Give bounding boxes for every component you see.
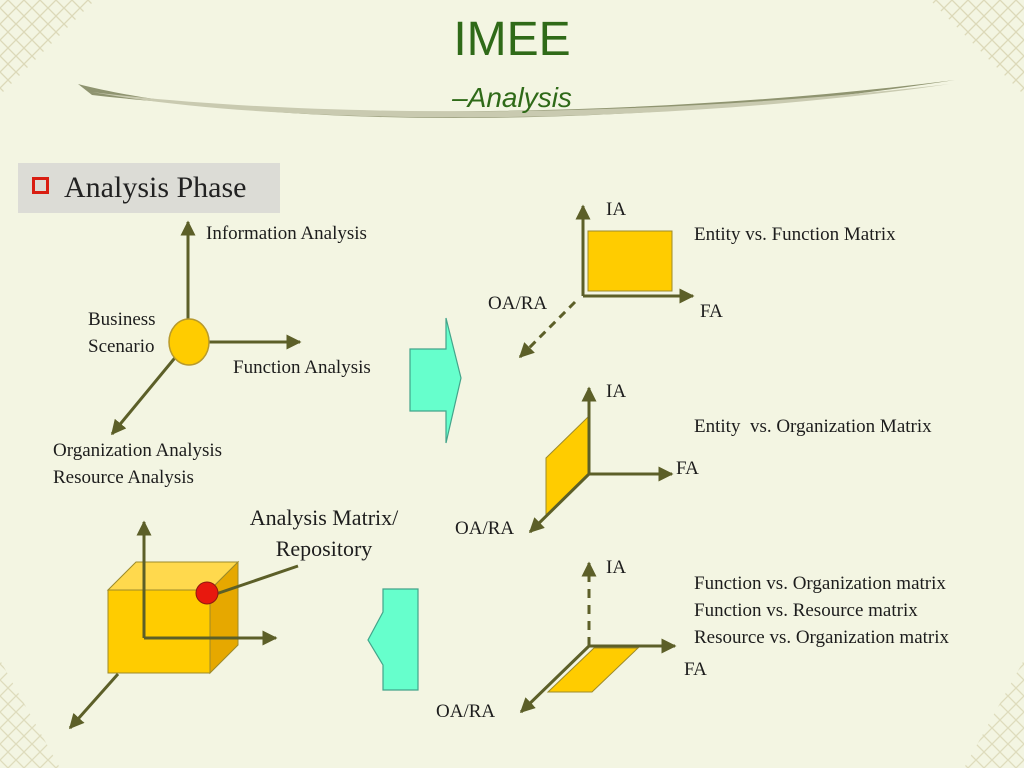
section-header-box bbox=[18, 163, 280, 213]
matrix-2-fa-label: FA bbox=[676, 458, 699, 479]
matrix-1-description: Entity vs. Function Matrix bbox=[694, 224, 896, 245]
label-function-analysis: Function Analysis bbox=[233, 357, 371, 378]
matrix-3-oara-label: OA/RA bbox=[436, 701, 496, 722]
section-header-label: Analysis Phase bbox=[64, 171, 247, 204]
matrix-3-fa-label: FA bbox=[684, 659, 707, 680]
transition-arrow-left bbox=[367, 588, 419, 691]
title-swoosh bbox=[78, 80, 955, 118]
matrix-1-ia-label: IA bbox=[606, 199, 627, 220]
matrix-1-axes bbox=[518, 204, 695, 359]
matrix-3-description-3: Resource vs. Organization matrix bbox=[694, 627, 950, 648]
slide-subtitle: –Analysis bbox=[452, 82, 572, 113]
corner-decoration-top-right bbox=[930, 0, 1024, 95]
repository-cube bbox=[106, 560, 240, 675]
label-resource-analysis: Resource Analysis bbox=[53, 467, 194, 488]
label-business: Business bbox=[88, 309, 156, 330]
corner-decoration-bottom-left bbox=[0, 660, 60, 768]
corner-decoration-bottom-right bbox=[964, 660, 1024, 768]
slide-title: IMEE bbox=[453, 13, 571, 66]
business-scenario-origin bbox=[168, 318, 210, 366]
matrix-2-oara-label: OA/RA bbox=[455, 518, 515, 539]
repository-marker bbox=[195, 581, 219, 605]
transition-arrow-right bbox=[409, 317, 462, 444]
matrix-2-description: Entity vs. Organization Matrix bbox=[694, 416, 932, 437]
label-organization-analysis: Organization Analysis bbox=[53, 440, 223, 461]
label-analysis-matrix: Analysis Matrix/ bbox=[249, 505, 399, 530]
label-scenario: Scenario bbox=[88, 336, 155, 357]
matrix-3-description-1: Function vs. Organization matrix bbox=[694, 573, 946, 594]
matrix-1-oara-label: OA/RA bbox=[488, 293, 548, 314]
repository-axes bbox=[68, 520, 299, 730]
matrix-2-axes bbox=[528, 386, 674, 534]
corner-decoration-top-left bbox=[0, 0, 95, 95]
matrix-2-ia-label: IA bbox=[606, 381, 627, 402]
label-repository: Repository bbox=[275, 536, 373, 561]
matrix-3-axes bbox=[519, 561, 677, 714]
square-bullet-icon bbox=[32, 177, 49, 194]
matrix-3-ia-label: IA bbox=[606, 557, 627, 578]
matrix-1-fa-label: FA bbox=[700, 301, 723, 322]
label-information-analysis: Information Analysis bbox=[206, 223, 367, 244]
matrix-3-description-2: Function vs. Resource matrix bbox=[694, 600, 918, 621]
